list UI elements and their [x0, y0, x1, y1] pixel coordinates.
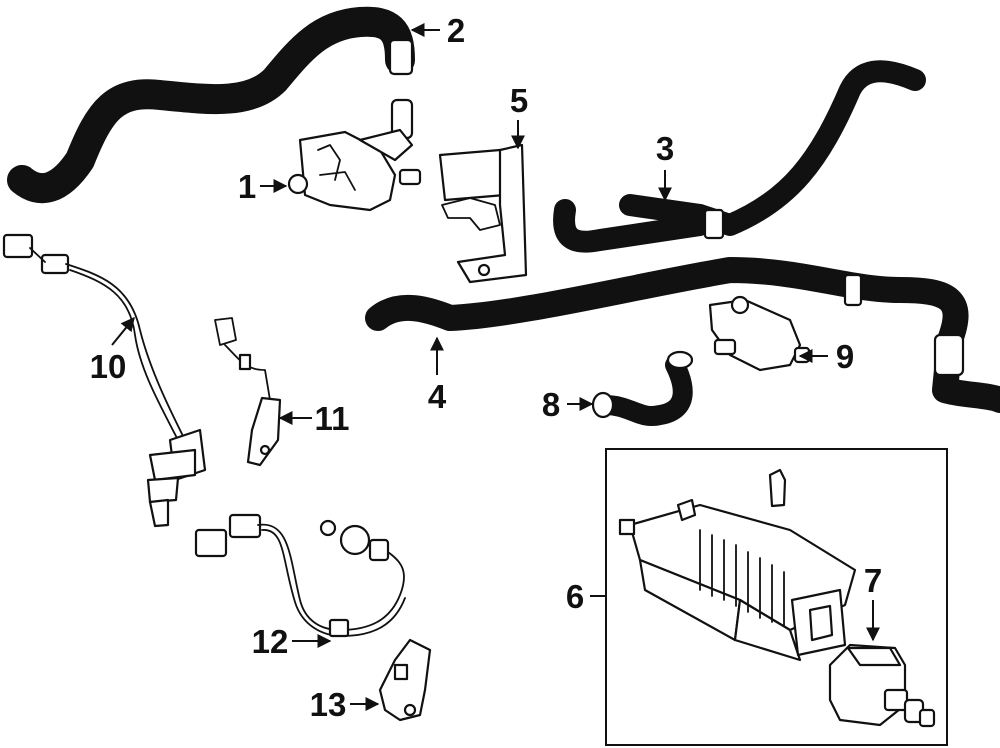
callout-8: 8: [542, 386, 560, 423]
part-2-hose: [7, 6, 415, 204]
part-11-bracket: [214, 317, 282, 467]
part-3-hose: [553, 60, 926, 253]
callout-10: 10: [90, 348, 127, 385]
part-12-sensor: [194, 513, 406, 638]
callout-3: 3: [656, 130, 674, 167]
callout-11: 11: [315, 400, 350, 437]
part-13-bracket: [378, 638, 432, 722]
callout-4: 4: [428, 378, 447, 415]
callout-9: 9: [836, 338, 854, 375]
part-7-valve: [828, 643, 936, 728]
callout-labels: 1 2 3 4 5 6 7 8 9 10 11 12 13: [90, 12, 883, 723]
callout-leaders: [111, 23, 880, 711]
callout-5: 5: [510, 82, 528, 119]
callout-12: 12: [252, 623, 289, 660]
callout-1: 1: [238, 168, 256, 205]
callout-7: 7: [864, 562, 882, 599]
part-1-valve: [287, 98, 422, 212]
callout-6: 6: [566, 578, 584, 615]
part-6-canister: [618, 468, 857, 662]
leader-10: [111, 316, 135, 346]
part-9-valve: [708, 295, 811, 372]
callout-2: 2: [447, 12, 465, 49]
part-4-hose: [365, 257, 1000, 413]
callout-13: 13: [310, 686, 347, 723]
part-8-hose: [591, 350, 694, 426]
part-10-sensor: [2, 233, 207, 528]
part-5-bracket: [438, 143, 528, 284]
